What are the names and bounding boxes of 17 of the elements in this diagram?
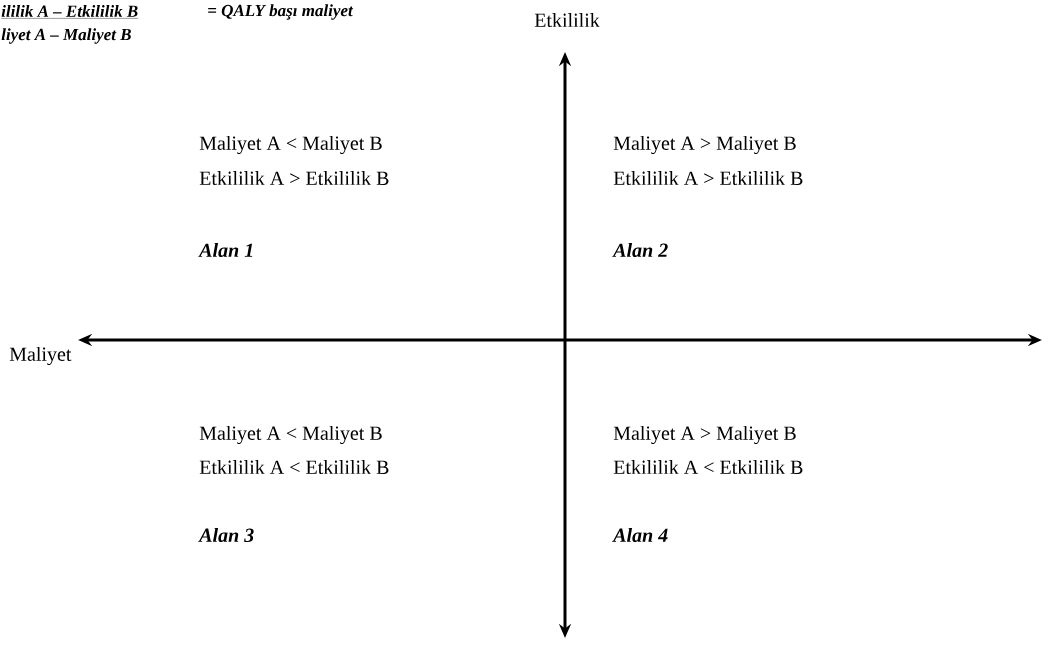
quadrant-condition: Etkililik A > Etkililik B (199, 170, 389, 186)
formula-numerator: ililik A – Etkililik B (1, 5, 139, 19)
formula-denominator: liyet A – Maliyet B (1, 28, 131, 44)
quadrant-condition: Maliyet A < Maliyet B (199, 135, 382, 155)
formula-result: = QALY başı maliyet (208, 4, 354, 20)
quadrant-condition: Maliyet A > Maliyet B (613, 425, 796, 445)
quadrant-condition: Etkililik A > Etkililik B (613, 170, 803, 186)
quadrant-title: Alan 2 (612, 242, 668, 258)
quadrant-condition: Etkililik A < Etkililik B (613, 459, 803, 474)
quadrant-title: Alan 1 (198, 242, 253, 258)
axis-label: Etkililik (534, 12, 600, 28)
axis-label: Maliyet (9, 346, 72, 366)
quadrant-title: Alan 3 (198, 527, 254, 543)
quadrant-condition: Maliyet A > Maliyet B (613, 135, 796, 155)
quadrant-title: Alan 4 (612, 527, 668, 543)
quadrant-condition: Etkililik A < Etkililik B (199, 459, 389, 474)
quadrant-condition: Maliyet A < Maliyet B (199, 425, 382, 445)
